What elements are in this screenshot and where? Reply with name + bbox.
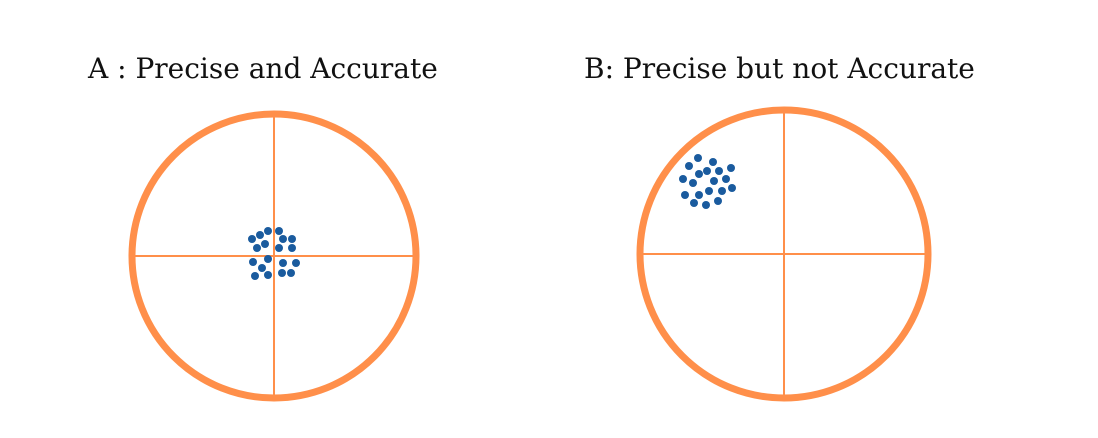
- target-a-shot-dot: [292, 259, 300, 267]
- target-a-shot-dot: [288, 244, 296, 252]
- target-b-shot-dot: [685, 162, 693, 170]
- target-b-shot-dot: [727, 164, 735, 172]
- target-a-shot-dot: [251, 272, 259, 280]
- target-a-shot-dot: [264, 255, 272, 263]
- target-b-shot-dot: [714, 197, 722, 205]
- target-b-shot-dot: [709, 158, 717, 166]
- target-b-shot-dot: [703, 167, 711, 175]
- target-a-shot-dot: [278, 269, 286, 277]
- target-a-shot-dot: [287, 269, 295, 277]
- target-a-shot-dot: [249, 258, 257, 266]
- target-b-shot-dot: [695, 170, 703, 178]
- panel-b-title: B: Precise but not Accurate: [584, 52, 975, 85]
- target-a-shot-dot: [248, 235, 256, 243]
- target-a-ring: [128, 110, 420, 402]
- target-a-shot-dot: [261, 240, 269, 248]
- target-b-shot-dot: [718, 187, 726, 195]
- target-a-shot-dot: [279, 235, 287, 243]
- target-a-shot-dot: [279, 259, 287, 267]
- target-a-shot-dot: [258, 264, 266, 272]
- target-b-shot-dot: [690, 199, 698, 207]
- target-a-shot-dot: [253, 244, 261, 252]
- target-a-shot-dot: [264, 227, 272, 235]
- target-b-shot-dot: [705, 187, 713, 195]
- panel-a-title: A : Precise and Accurate: [88, 52, 438, 85]
- target-b-ring: [636, 106, 932, 402]
- target-b-shot-dot: [679, 175, 687, 183]
- target-a-shot-dot: [275, 227, 283, 235]
- target-a-shot-dot: [264, 271, 272, 279]
- target-a-shot-dot: [256, 231, 264, 239]
- target-b-shot-dot: [715, 167, 723, 175]
- target-b-shot-dot: [722, 175, 730, 183]
- target-b-shot-dot: [695, 191, 703, 199]
- target-b-shot-dot: [710, 177, 718, 185]
- target-a-shot-dot: [275, 244, 283, 252]
- target-b-shot-dot: [702, 201, 710, 209]
- target-b-shot-dot: [728, 184, 736, 192]
- target-a-shot-dot: [288, 235, 296, 243]
- target-b-shot-dot: [694, 154, 702, 162]
- target-b-shot-dot: [689, 179, 697, 187]
- target-b-shot-dot: [681, 191, 689, 199]
